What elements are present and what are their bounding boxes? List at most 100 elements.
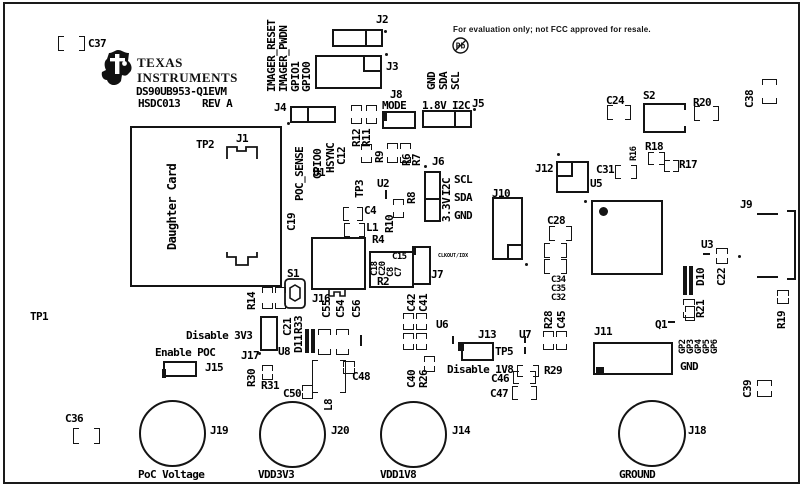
label-j7: J7 — [431, 268, 444, 281]
j9-lead-top — [757, 213, 778, 215]
label-tp5: TP5 — [495, 345, 514, 358]
label-r28: R28 — [542, 310, 555, 329]
r20-pads — [694, 106, 719, 121]
ic-corner-dot — [584, 200, 587, 203]
l1-pads — [344, 223, 365, 237]
label-c46: C46 — [491, 372, 510, 385]
signal-1v8: 1.8V — [422, 99, 447, 112]
signal-i2c-j6: I2C — [440, 177, 453, 196]
j12-u5-outline — [556, 161, 589, 193]
label-r33: R33 — [292, 315, 305, 334]
label-tp1: TP1 — [30, 310, 49, 323]
c38-pads — [762, 79, 777, 104]
label-c19: C19 — [285, 212, 298, 231]
j15-pin1-mark — [162, 369, 166, 378]
label-c36: C36 — [65, 412, 84, 425]
signal-sda-j5: SDA — [437, 71, 450, 90]
s2-outline — [643, 103, 686, 133]
label-d11: D11 — [292, 334, 305, 353]
c41-pads — [416, 313, 427, 330]
pads-row2-a — [403, 333, 414, 350]
label-c55: C55 — [320, 299, 333, 318]
part-number: DS90UB953-Q1EVM — [136, 85, 227, 98]
signal-disable-1v8: Disable 1V8 — [447, 363, 514, 376]
signal-disable-3v3: Disable 3V3 — [186, 329, 253, 342]
signal-gnd-j5: GND — [425, 71, 438, 90]
pads-row2-b — [416, 333, 427, 350]
j15-connector — [163, 361, 197, 377]
label-c50: C50 — [283, 387, 302, 400]
j13-connector — [461, 342, 494, 361]
board-revision: REV A — [202, 97, 233, 110]
j14-jack — [380, 401, 447, 468]
signal-poc-voltage: PoC Voltage — [138, 468, 205, 481]
j2-connector — [332, 29, 383, 47]
j12-pin1-dot — [557, 153, 560, 156]
j9-lead-bottom — [757, 276, 778, 278]
label-c54: C54 — [334, 299, 347, 318]
label-c24: C24 — [606, 94, 625, 107]
j5-divider — [454, 110, 456, 128]
label-j18: J18 — [688, 424, 707, 437]
label-c37: C37 — [88, 37, 107, 50]
label-j10: J10 — [492, 187, 511, 200]
signal-3v3: 3.3V — [440, 197, 453, 222]
u7-dash-b — [524, 347, 526, 354]
j1-connector-shape — [226, 146, 258, 159]
label-j15: J15 — [205, 361, 224, 374]
r18-pads — [648, 152, 665, 165]
label-c42: C42 — [405, 293, 418, 312]
s2-stub-top — [684, 103, 686, 110]
label-r18: R18 — [645, 140, 664, 153]
label-c12: C12 — [335, 146, 348, 165]
s2-stub-bottom — [684, 126, 686, 133]
label-c48: C48 — [352, 370, 371, 383]
signal-scl-j5: SCL — [449, 71, 462, 90]
label-j20: J20 — [331, 424, 350, 437]
j11-pin1-mark — [596, 367, 604, 373]
label-c7: C7 — [394, 267, 404, 277]
label-c38: C38 — [743, 89, 756, 108]
j2-pin1-dot — [384, 30, 387, 33]
label-r19: R19 — [775, 310, 788, 329]
j8-mode-connector — [382, 111, 416, 129]
label-j1: J1 — [236, 132, 249, 145]
r30-pads — [262, 365, 273, 380]
c39-pads — [757, 380, 772, 397]
signal-imager-reset: IMAGER_RESET — [265, 19, 278, 92]
label-j12: J12 — [535, 162, 554, 175]
label-c31: C31 — [596, 163, 615, 176]
label-l8: L8 — [322, 398, 335, 411]
label-r9: R9 — [373, 150, 386, 163]
label-u5: U5 — [590, 177, 603, 190]
c24-pads — [607, 105, 631, 120]
label-s1: S1 — [287, 267, 300, 280]
c37-pads — [58, 36, 85, 51]
j10-pin1-dot — [525, 263, 528, 266]
daughter-card-notch — [226, 252, 258, 266]
j6-connector — [424, 171, 441, 222]
j20-jack — [259, 401, 326, 468]
j18-jack — [618, 400, 686, 467]
label-j6: J6 — [432, 155, 445, 168]
label-j2: J2 — [376, 13, 389, 26]
label-u8: U8 — [278, 345, 291, 358]
r28-pads — [543, 331, 554, 350]
label-j11: J11 — [594, 325, 613, 338]
j6-pin1-dot — [424, 165, 427, 168]
label-r16: R16 — [629, 146, 639, 161]
signal-i2c-j5: I2C — [452, 99, 471, 112]
c22-pads — [716, 248, 728, 264]
cap-pads-b — [544, 259, 567, 274]
label-c56: C56 — [350, 299, 363, 318]
label-c32: C32 — [551, 293, 566, 303]
cap-pads-a — [544, 243, 567, 258]
signal-gpio0-top: GPIO0 — [300, 61, 313, 92]
label-u1: U1 — [313, 166, 326, 179]
label-u6: U6 — [436, 318, 449, 331]
j7-pin1-mark — [412, 247, 416, 255]
r7-pads — [400, 143, 411, 163]
daughter-card-outline — [130, 126, 282, 287]
j13-tick — [452, 336, 454, 344]
c42-pads — [403, 313, 414, 330]
